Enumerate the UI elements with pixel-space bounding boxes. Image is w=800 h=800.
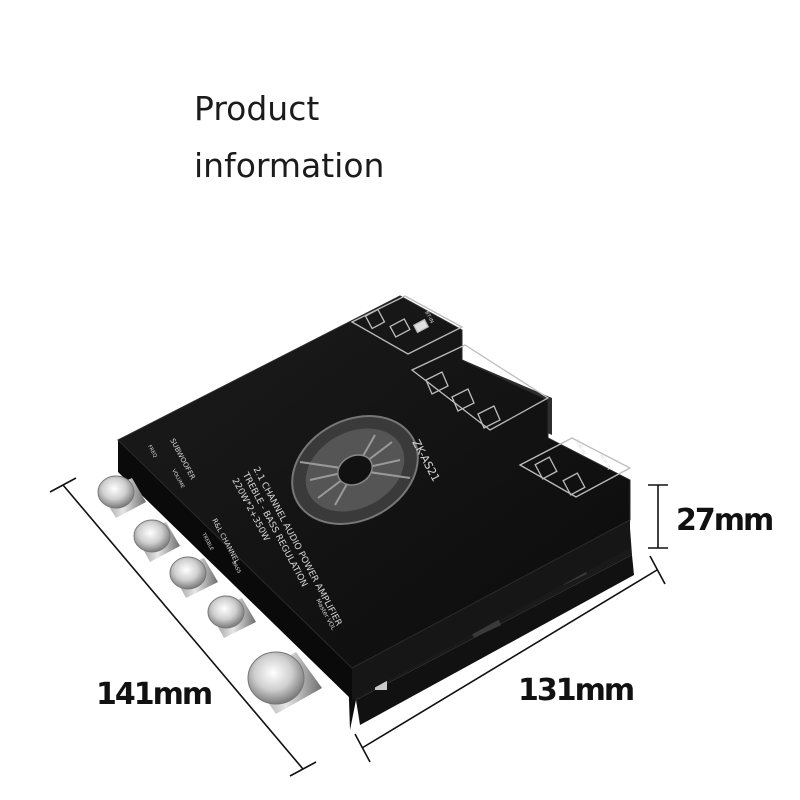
dimension-depth [354,555,666,763]
bass-knob [207,595,256,638]
freq-knob [97,475,146,518]
usb-aux-panel [518,437,632,498]
bluetooth-input-panel [350,295,464,355]
heading-line-2: information [194,146,385,185]
bt-label-group: BT-IN [423,310,435,325]
knobs [97,475,322,714]
subwoofer-volume-knob [133,519,180,562]
freq-label-group: FREQ [146,444,158,459]
treble-knob [169,556,218,598]
product-heading: Product information [194,80,384,194]
cooling-fan [291,415,419,525]
bass-label-group: BASS [230,560,241,574]
bass-label: BASS [230,560,241,574]
board-front-face [118,440,352,700]
heading-line-1: Product [194,89,320,128]
bt-in-label: BT-IN [423,310,435,325]
dimension-width [49,477,317,777]
width-label: 141mm [96,677,211,712]
dimension-height [648,484,668,549]
board-right-face [352,520,630,700]
master-volume-knob [247,651,322,714]
speaker-output-panel [410,344,550,431]
freq-label: FREQ [146,444,158,459]
depth-label: 131mm [518,673,633,708]
height-label: 27mm [676,503,772,538]
